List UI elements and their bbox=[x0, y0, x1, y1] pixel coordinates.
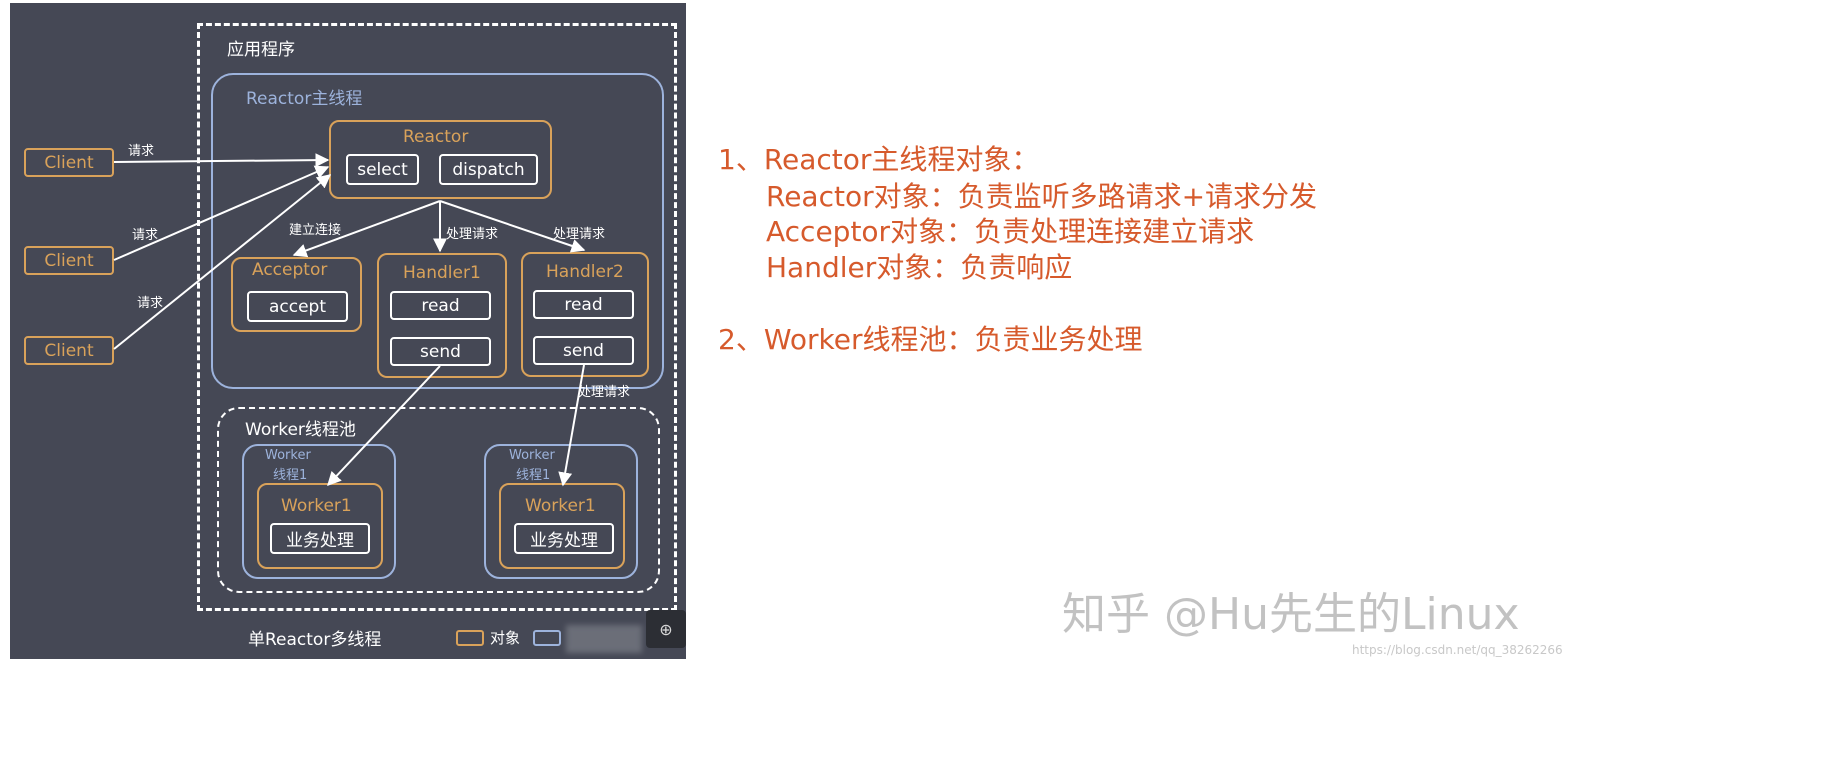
worker-thread-1-label-b: 线程1 bbox=[273, 468, 308, 483]
handler2-object bbox=[521, 252, 649, 377]
request-label-3: 请求 bbox=[137, 296, 164, 311]
worker1-object-1 bbox=[257, 483, 383, 569]
worker1-title-2: Worker1 bbox=[525, 496, 596, 516]
client-2-label: Client bbox=[44, 250, 94, 271]
edge-label-handle1: 处理请求 bbox=[446, 227, 499, 242]
diagram-caption: 单Reactor多线程 bbox=[248, 630, 382, 650]
legend-object-swatch bbox=[456, 630, 484, 646]
handler2-read: read bbox=[533, 290, 634, 319]
worker-thread-2-label-a: Worker bbox=[509, 448, 555, 463]
business-process-2: 业务处理 bbox=[514, 523, 614, 554]
handler1-read: read bbox=[390, 291, 491, 320]
note-line-3: Acceptor对象：负责处理连接建立请求 bbox=[766, 215, 1255, 248]
select-method: select bbox=[346, 154, 419, 185]
note-line-4: Handler对象：负责响应 bbox=[766, 251, 1073, 284]
corner-control[interactable]: ⊕ bbox=[646, 610, 686, 648]
reactor-title: Reactor bbox=[403, 127, 469, 147]
handler2-title: Handler2 bbox=[546, 262, 624, 282]
legend-object-label: 对象 bbox=[490, 629, 521, 647]
reactor-thread-label: Reactor主线程 bbox=[246, 89, 363, 109]
reactor-object bbox=[329, 120, 552, 199]
client-3-label: Client bbox=[44, 340, 94, 361]
reactor-diagram: 应用程序 Reactor主线程 Reactor select dispatch … bbox=[10, 3, 686, 659]
edge-label-handle2: 处理请求 bbox=[553, 227, 606, 242]
handler1-title: Handler1 bbox=[403, 263, 481, 283]
request-label-1: 请求 bbox=[128, 144, 155, 159]
application-label: 应用程序 bbox=[227, 40, 295, 60]
client-2: Client bbox=[24, 246, 114, 275]
source-url: https://blog.csdn.net/qq_38262266 bbox=[1352, 643, 1563, 657]
legend-thread-swatch bbox=[533, 630, 561, 646]
client-1: Client bbox=[24, 148, 114, 177]
edge-label-connect: 建立连接 bbox=[289, 223, 342, 238]
worker-pool-label: Worker线程池 bbox=[245, 420, 356, 440]
note-line-5: 2、Worker线程池：负责业务处理 bbox=[718, 323, 1143, 356]
edge-label-handle3: 处理请求 bbox=[578, 385, 631, 400]
worker-thread-2 bbox=[484, 444, 638, 579]
business-process-1: 业务处理 bbox=[270, 523, 370, 554]
worker-thread-1-label-a: Worker bbox=[265, 448, 311, 463]
handler2-send: send bbox=[533, 336, 634, 365]
note-line-2: Reactor对象：负责监听多路请求+请求分发 bbox=[766, 180, 1318, 213]
zhihu-watermark: 知乎 @Hu先生的Linux bbox=[1062, 589, 1520, 640]
accept-method: accept bbox=[247, 291, 348, 322]
blurred-overlay bbox=[566, 625, 642, 653]
zoom-icon: ⊕ bbox=[659, 619, 673, 639]
request-label-2: 请求 bbox=[132, 228, 159, 243]
worker-thread-2-label-b: 线程1 bbox=[516, 468, 551, 483]
note-line-1: 1、Reactor主线程对象： bbox=[718, 143, 1040, 176]
worker1-title-1: Worker1 bbox=[281, 496, 352, 516]
client-3: Client bbox=[24, 336, 114, 365]
handler1-send: send bbox=[390, 337, 491, 366]
worker-thread-1 bbox=[242, 444, 396, 579]
client-1-label: Client bbox=[44, 152, 94, 173]
acceptor-title: Acceptor bbox=[252, 260, 328, 280]
handler1-object bbox=[377, 253, 507, 378]
dispatch-method: dispatch bbox=[439, 154, 538, 185]
